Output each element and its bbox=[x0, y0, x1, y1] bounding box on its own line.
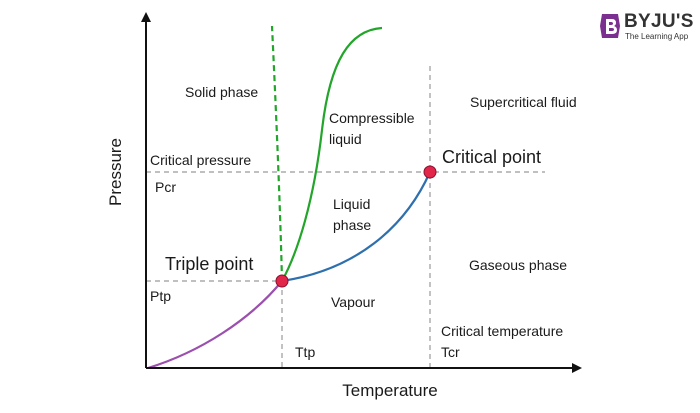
brand-tagline: The Learning App bbox=[625, 32, 689, 41]
brand-logo-icon bbox=[600, 14, 620, 38]
gaseous-phase-label: Gaseous phase bbox=[469, 257, 567, 273]
brand-logo: BYJU'S The Learning App bbox=[598, 10, 696, 44]
brand-name: BYJU'S bbox=[624, 11, 694, 32]
critical-pressure-label: Critical pressure bbox=[150, 152, 251, 168]
tcr-label: Tcr bbox=[441, 344, 460, 360]
ttp-label: Ttp bbox=[295, 344, 315, 360]
compressible-liquid-label-2: liquid bbox=[329, 131, 362, 147]
melting-curve-water bbox=[270, 25, 284, 282]
critical-point-marker bbox=[423, 165, 437, 179]
vapour-label: Vapour bbox=[331, 294, 375, 310]
y-axis-label: Pressure bbox=[106, 138, 125, 206]
melting-curve bbox=[281, 26, 383, 282]
liquid-phase-label-2: phase bbox=[333, 217, 371, 233]
pcr-label: Pcr bbox=[155, 179, 176, 195]
vaporization-curve bbox=[281, 171, 432, 283]
ptp-label: Ptp bbox=[150, 288, 171, 304]
triple-point-label: Triple point bbox=[165, 254, 253, 274]
supercritical-fluid-label: Supercritical fluid bbox=[470, 94, 577, 110]
liquid-phase-label-1: Liquid bbox=[333, 196, 370, 212]
compressible-liquid-label-1: Compressible bbox=[329, 110, 415, 126]
critical-temperature-label: Critical temperature bbox=[441, 323, 563, 339]
solid-phase-label: Solid phase bbox=[185, 84, 258, 100]
critical-point-label: Critical point bbox=[442, 147, 541, 167]
x-axis-label: Temperature bbox=[342, 381, 437, 400]
triple-point-marker bbox=[275, 274, 289, 288]
sublimation-curve bbox=[147, 280, 283, 370]
